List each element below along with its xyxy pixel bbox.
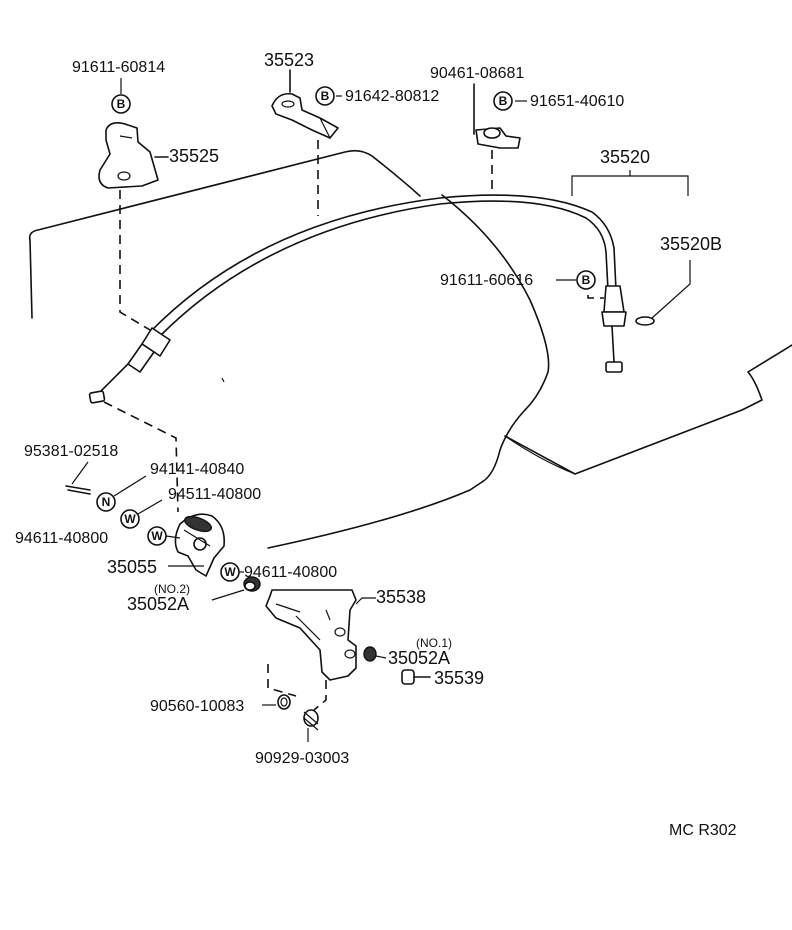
bracket-35538 [265,589,357,681]
bolt-35539 [401,669,431,685]
svg-text:B: B [321,89,330,103]
symbol-n-94141-40840: N [96,492,116,512]
label-35523: 35523 [264,50,314,70]
clamp-35523 [271,69,339,139]
bushing-35052A-no1 [363,646,377,662]
label-35520: 35520 [600,147,650,167]
svg-text:W: W [224,565,236,579]
label-35539: 35539 [434,668,484,688]
svg-text:N: N [102,495,111,509]
label-91611-60616: 91611-60616 [440,272,533,289]
diagram-code: MC R302 [669,822,737,839]
label-35052A-no2: 35052A [127,594,189,614]
release-cable-35520 [88,194,655,404]
label-90560-10083: 90560-10083 [150,698,244,715]
symbol-w-94511-40800: W [120,509,140,529]
label-94511-40800: 94511-40800 [168,486,261,503]
label-91651-40610: 91651-40610 [530,93,624,110]
label-35538: 35538 [376,587,426,607]
symbol-b-91611-60814: B [111,94,131,114]
assembly-dashed-lines [103,140,604,711]
symbol-b-91651-40610: B [493,91,513,111]
label-35052A-no1: 35052A [388,648,450,668]
symbol-b-91642-80812: B [315,86,335,106]
label-94141-40840: 94141-40840 [150,461,244,478]
label-91611-60814: 91611-60814 [72,59,165,76]
bracket-35525 [98,122,169,189]
label-91642-80812: 91642-80812 [345,88,439,105]
symbol-w-94611-40800-right: W [220,562,240,582]
label-35525: 35525 [169,146,219,166]
part-labels: 91611-60814 35523 91642-80812 90461-0868… [15,50,737,839]
label-95381-02518: 95381-02518 [24,443,118,460]
label-94611-40800-left: 94611-40800 [15,530,108,547]
leader-lines [71,78,691,742]
symbol-w-94611-40800-left: W [147,526,167,546]
clamp-90461-08681 [473,83,521,149]
label-no2: (NO.2) [154,582,190,596]
pin-95381-02518 [65,485,91,495]
label-35520B: 35520B [660,234,722,254]
svg-text:B: B [117,97,126,111]
label-35055: 35055 [107,557,157,577]
bushing-35052A-no2 [243,576,261,592]
svg-text:W: W [124,512,136,526]
label-90929-03003: 90929-03003 [255,750,349,767]
label-no1: (NO.1) [416,636,452,650]
body-outline [28,149,792,549]
svg-text:B: B [499,94,508,108]
spring-90929-03003 [303,709,319,731]
lever-35055 [174,513,226,577]
svg-text:B: B [582,273,591,287]
svg-text:W: W [151,529,163,543]
symbol-b-91611-60616: B [576,270,596,290]
label-90461-08681: 90461-08681 [430,65,524,82]
collar-90560-10083 [277,694,291,710]
label-94611-40800-right: 94611-40800 [244,564,337,581]
